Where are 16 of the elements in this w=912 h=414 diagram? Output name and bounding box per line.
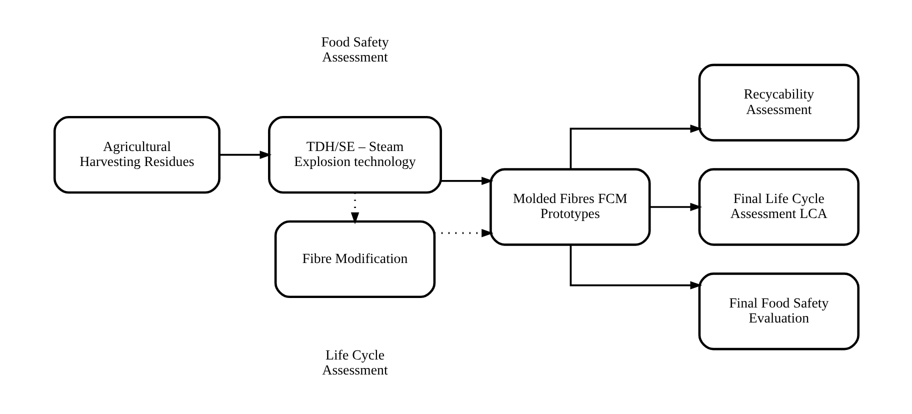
arrow [434,228,493,238]
label: Life Cycle Assessment [322,348,388,379]
arrow [649,202,702,212]
arrow [218,150,272,159]
node-box: Agricultural Harvesting Residues [52,116,220,194]
node-box: TDH/SE – Steam Explosion technology [268,116,442,194]
node-box: Fibre Modification [274,220,436,298]
label: Food Safety Assessment [320,35,388,66]
node-box: Final Life Cycle Assessment LCA [698,168,860,246]
node-box: Molded Fibres FCM Prototypes [489,168,650,246]
arrow [569,124,702,170]
arrow [350,192,359,224]
arrow [440,176,493,186]
arrow [569,244,702,290]
node-box: Final Food Safety Evaluation [698,272,860,350]
node-box: Recycability Assessment [698,64,860,142]
